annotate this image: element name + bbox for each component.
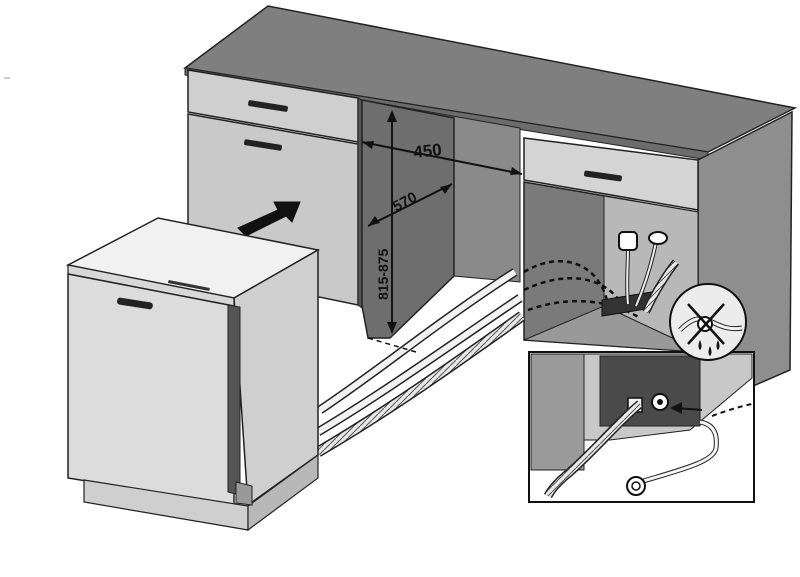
drawer-handle-right: [584, 170, 622, 182]
leak-warning: [669, 283, 747, 361]
inset-cabinet-side: [530, 353, 585, 471]
dishwasher: [65, 217, 321, 532]
dishwasher-foot: [235, 481, 253, 506]
niche-side-wall: [361, 99, 455, 339]
hoses: [315, 259, 641, 457]
dishwasher-door-edge: [227, 304, 241, 496]
utility-connections: [601, 231, 680, 317]
water-drop-icon: [698, 340, 702, 350]
dimension-lines: [361, 110, 523, 353]
inset-hose-dashed: [711, 403, 753, 417]
insert-direction-arrow: [237, 201, 301, 237]
door-handle-left: [244, 139, 282, 151]
dimension-width-label: 450: [412, 140, 442, 162]
water-tap-icon: [648, 231, 668, 245]
dishwasher-door-handle: [117, 297, 153, 310]
dimension-height-label: 815-875: [375, 248, 391, 300]
hidden-hose-route-3: [527, 299, 641, 320]
inset-back-panel: [599, 355, 701, 427]
dishwasher-plinth-side: [247, 453, 319, 532]
detail-inset: [528, 351, 755, 503]
inset-hose-nut: [626, 476, 646, 496]
power-plug-icon: [618, 231, 638, 251]
right-cabinet-drawer: [523, 137, 699, 211]
control-buttons: [168, 280, 210, 291]
inset-arrow: [670, 402, 682, 414]
hidden-hose-route-1: [523, 259, 610, 306]
drawer-handle-top-left: [248, 100, 288, 112]
